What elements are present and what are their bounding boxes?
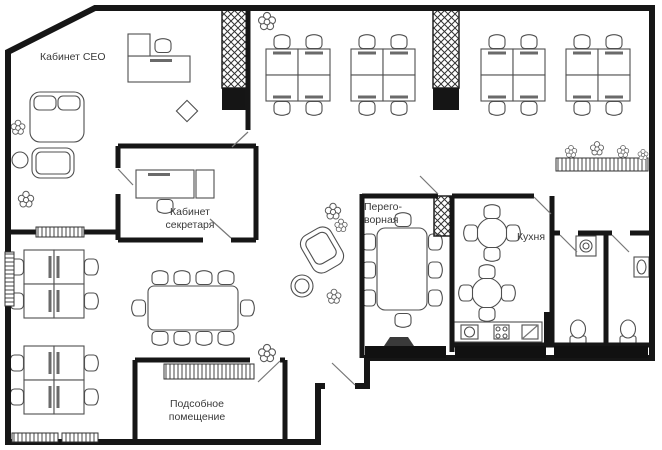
entrance-opening [325, 380, 355, 392]
workstation-cluster [351, 35, 415, 116]
pouf-cushion [294, 278, 310, 294]
room-label-meeting-1: Перего- [364, 201, 403, 213]
room-label-utility-2: помещение [169, 411, 226, 423]
side-table [11, 151, 29, 169]
bathrooms [569, 235, 650, 345]
conference-table [147, 285, 239, 331]
room-label-ceo: Кабинет CEO [40, 51, 106, 63]
workstation-cluster [10, 346, 99, 414]
armchair [299, 226, 345, 274]
door-swing [117, 168, 134, 186]
lounge-area [290, 226, 345, 298]
toilet [569, 319, 587, 345]
room-label-secretary-1: Кабинет [170, 206, 210, 218]
printer-stand [195, 169, 215, 199]
door-swing [611, 234, 630, 253]
secretary-office [135, 169, 215, 214]
desk-chair [154, 38, 172, 54]
door-swing [209, 218, 232, 239]
door-swing [231, 131, 249, 148]
meeting-room [361, 212, 443, 328]
plant-icon [324, 202, 342, 220]
radiator [11, 432, 59, 443]
sink [463, 326, 476, 338]
radiator [61, 432, 99, 443]
plant-icon [326, 288, 342, 304]
washing-machine [575, 235, 597, 257]
workstation-cluster [10, 250, 99, 318]
shelving-rack [163, 363, 255, 380]
room-label-kitchen: Кухня [517, 231, 545, 243]
doors [117, 131, 630, 386]
door-swing [419, 175, 439, 195]
column [222, 88, 248, 110]
executive-desk [127, 33, 191, 83]
workstation-cluster [266, 35, 330, 116]
room-label-meeting-2: ворная [364, 214, 398, 226]
plant-icon [257, 11, 277, 31]
workstation-cluster [481, 35, 545, 116]
door-swing [257, 360, 281, 383]
kitchen [453, 204, 552, 345]
vent-shaft [432, 9, 460, 89]
duct-column [544, 312, 552, 345]
room-label-secretary-2: секретаря [166, 219, 215, 231]
credenza [555, 157, 649, 172]
plant-icon [637, 149, 649, 160]
plant-icon [334, 218, 348, 233]
ottoman [31, 147, 75, 179]
kitchen-counter [453, 321, 543, 343]
meeting-table [376, 227, 428, 311]
plant-icon [10, 119, 26, 135]
column [433, 88, 459, 110]
vent-shaft [433, 195, 453, 237]
plant-icon [17, 190, 35, 208]
radiators [4, 226, 99, 443]
conference-table-area [131, 270, 255, 346]
tv-screen [384, 337, 414, 346]
toilet [619, 319, 637, 345]
guest-chair [175, 99, 199, 123]
round-table [471, 277, 503, 309]
ceo-office [11, 33, 199, 179]
plant-icon [257, 343, 277, 363]
vent-shaft [221, 9, 249, 89]
plant-icon [590, 141, 604, 156]
workstation-cluster [566, 35, 630, 116]
door-swing [559, 234, 578, 253]
door-swing [331, 362, 356, 386]
radiator [35, 226, 85, 238]
sink [633, 256, 650, 278]
plant-icon [564, 145, 578, 158]
sofa [29, 91, 85, 143]
room-label-utility-1: Подсобное [170, 398, 224, 410]
plant-icon [616, 145, 630, 158]
round-table [476, 217, 508, 249]
radiator [4, 251, 15, 307]
door-swing [533, 196, 552, 215]
